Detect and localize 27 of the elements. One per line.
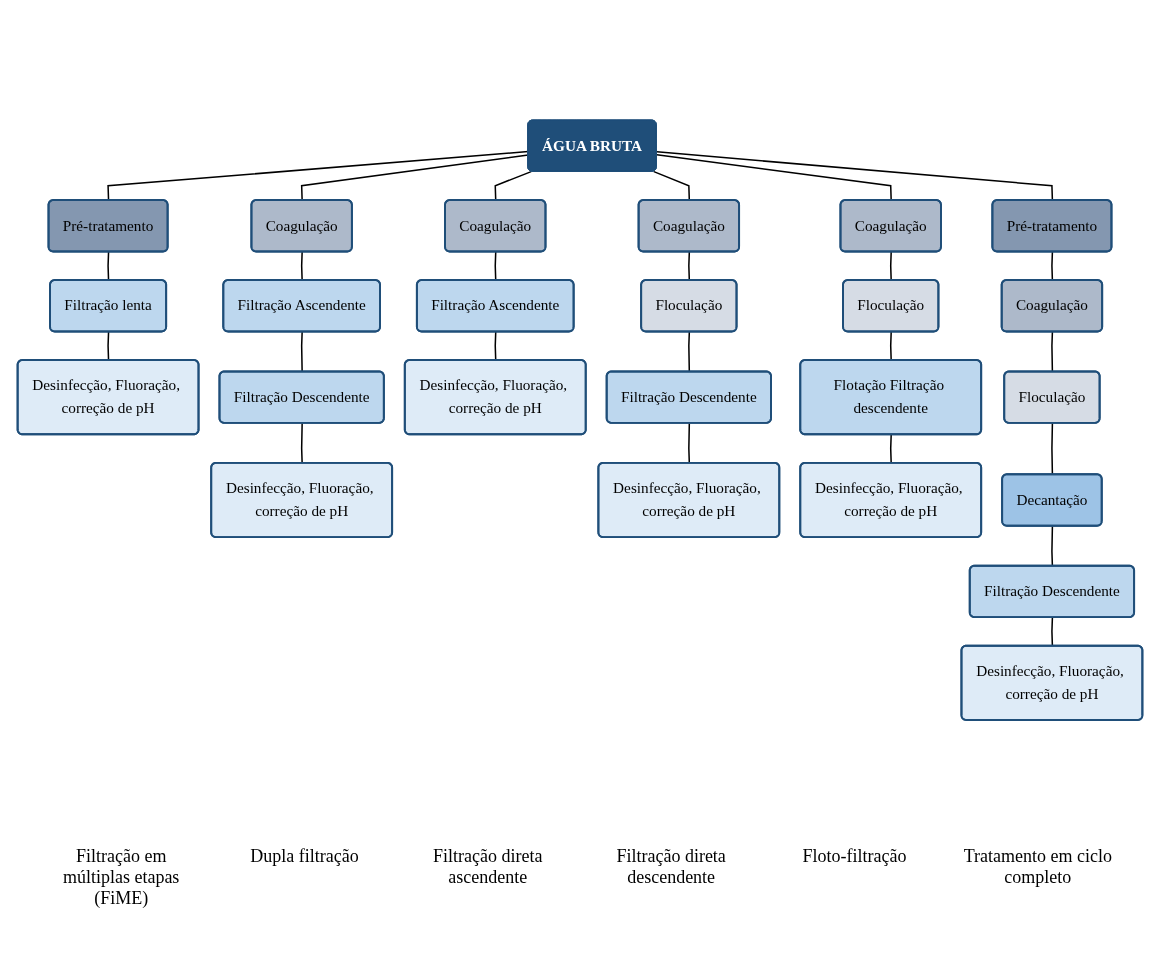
column-caption: Filtração direta ascendente — [432, 846, 544, 889]
connector — [889, 251, 892, 282]
connector — [687, 331, 690, 373]
connector — [1050, 616, 1053, 647]
connector — [1050, 251, 1053, 282]
column-caption: Dupla filtração — [249, 846, 360, 868]
column-caption: Filtração em múltiplas etapas (FiME) — [61, 846, 181, 909]
connector — [687, 251, 690, 282]
connector — [655, 151, 1053, 202]
connector — [493, 170, 532, 202]
connector — [1050, 525, 1053, 567]
connector — [300, 154, 529, 202]
connector — [652, 170, 690, 202]
connector — [300, 331, 303, 373]
column-caption: Filtração direta descendente — [615, 846, 727, 889]
column-caption: Tratamento em ciclo completo — [962, 846, 1113, 889]
connector — [106, 331, 109, 362]
connector — [106, 251, 109, 282]
connector — [300, 251, 303, 282]
connector — [494, 331, 496, 362]
connector — [494, 251, 496, 282]
connector — [889, 331, 892, 362]
connector — [1050, 331, 1053, 373]
connector — [1050, 422, 1053, 476]
connector — [106, 150, 529, 202]
column-caption: Floto-filtração — [801, 846, 908, 868]
connector — [655, 154, 892, 202]
